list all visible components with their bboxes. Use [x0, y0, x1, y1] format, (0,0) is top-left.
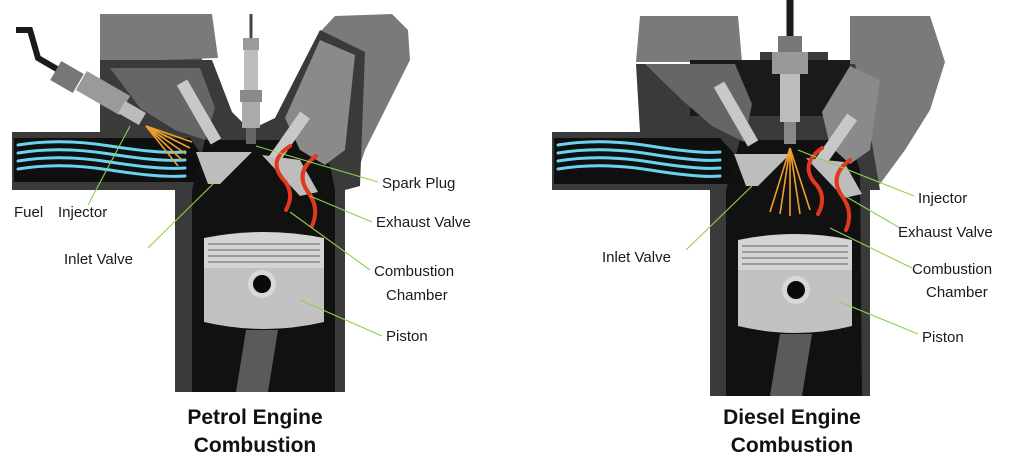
petrol-piston-label: Piston [386, 328, 428, 345]
diesel-leader-lines [685, 149, 919, 335]
petrol-spark-plug-label: Spark Plug [382, 175, 455, 192]
diesel-exhaust-port-outer [850, 16, 945, 190]
diesel-exhaust-valve-label: Exhaust Valve [898, 224, 993, 241]
petrol-chamber-label: Chamber [386, 287, 448, 304]
diesel-inlet-valve [713, 81, 790, 186]
diesel-title-line1: Diesel Engine [723, 406, 861, 429]
petrol-fuel-spray [145, 125, 193, 167]
petrol-spark-plug [240, 14, 262, 144]
petrol-inlet-valve [176, 79, 252, 184]
diesel-injector [772, 0, 808, 144]
petrol-engine: Fuel Injector Inlet Valve Spark Plug Exh… [12, 14, 471, 457]
petrol-combustion-label: Combustion [374, 263, 454, 280]
diesel-title-line2: Combustion [731, 434, 853, 457]
petrol-leader-lines [87, 125, 383, 337]
diesel-inlet-valve-label: Inlet Valve [602, 249, 671, 266]
petrol-fuel-label: Fuel [14, 204, 43, 221]
petrol-exhaust-valve-label: Exhaust Valve [376, 214, 471, 231]
diesel-intake-hood [636, 16, 742, 62]
diesel-flames [806, 146, 852, 232]
petrol-injector-label: Injector [58, 204, 107, 221]
diesel-chamber-label: Chamber [926, 284, 988, 301]
petrol-fuel-injector [16, 27, 146, 126]
diesel-piston-label: Piston [922, 329, 964, 346]
petrol-flames [274, 144, 318, 228]
diesel-injector-label: Injector [918, 190, 967, 207]
diesel-piston [738, 234, 852, 396]
petrol-intake-hood [100, 14, 218, 62]
diesel-combustion-label: Combustion [912, 261, 992, 278]
diesel-fuel-spray [769, 147, 811, 216]
petrol-piston [204, 232, 324, 392]
petrol-inlet-valve-label: Inlet Valve [64, 251, 133, 268]
petrol-exhaust-port-inner [285, 40, 355, 165]
diesel-exhaust-valve [806, 113, 862, 198]
petrol-title-line1: Petrol Engine [187, 406, 322, 429]
diesel-air-flow [556, 140, 722, 178]
petrol-air-flow [16, 140, 187, 178]
diesel-engine: Inlet Valve Injector Exhaust Valve Combu… [552, 0, 993, 457]
petrol-title-line2: Combustion [194, 434, 316, 457]
